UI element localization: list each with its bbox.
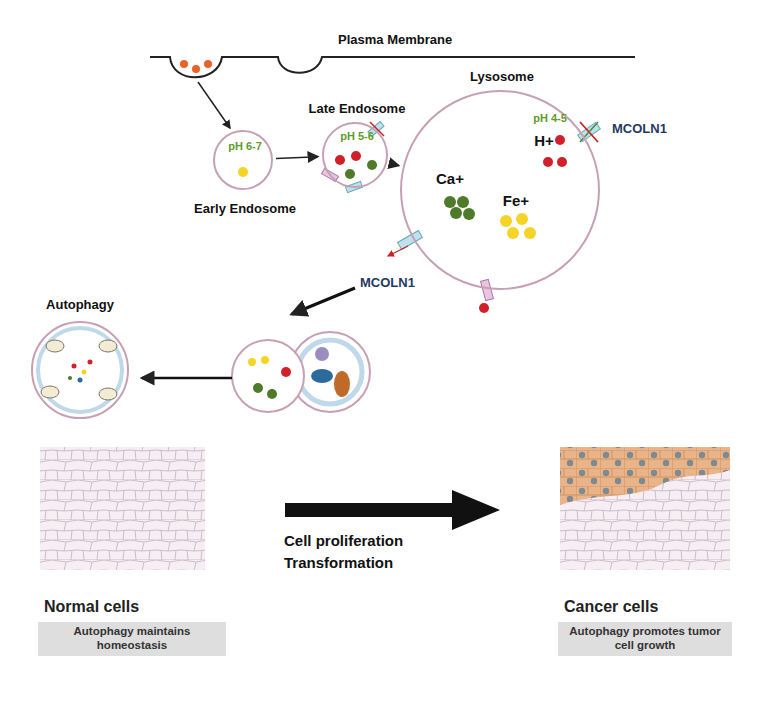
ion-label: Ca+: [436, 170, 464, 187]
autophagosome-part: [99, 388, 117, 400]
vesicle-contents-part: [578, 122, 601, 141]
autophagosome-part: [46, 340, 64, 352]
membrane-label: Plasma Membrane: [338, 32, 452, 47]
connector-arrow: [390, 163, 399, 165]
autophagosome-part: [99, 340, 117, 352]
autophagosome: [32, 322, 128, 418]
vesicle-contents-part: [351, 151, 361, 161]
vesicle-contents-part: [580, 122, 598, 142]
autophagosome-fusion-part: [261, 356, 269, 364]
process-label: Cell proliferation Transformation: [284, 530, 434, 574]
node-heading: Early Endosome: [194, 202, 296, 217]
cell-tissue-part: [560, 447, 730, 570]
ion-label: H+: [534, 132, 554, 149]
vesicle-contents-part: [557, 157, 567, 167]
early-endosome: pH 6-7Early Endosome: [213, 130, 273, 190]
autophagosome-fusion-part: [315, 347, 329, 361]
autophagosome-part: [68, 376, 72, 380]
plasma-membrane-part: [204, 60, 212, 68]
node-heading: Late Endosome: [309, 102, 406, 117]
vesicle-contents-part: [580, 122, 598, 142]
node-heading: Autophagy: [46, 298, 114, 313]
vesicle-contents-part: [367, 160, 377, 170]
cancer-cells-panel: Cancer cellsAutophagy promotes tumor cel…: [558, 598, 732, 656]
vesicle-contents-part: [463, 208, 475, 220]
vesicle-contents-part: [450, 207, 462, 219]
fusion-arrow-part: [292, 288, 355, 314]
caption-box: Autophagy maintains homeostasis: [38, 622, 226, 656]
channel-label: MCOLN1: [612, 121, 667, 136]
cell-tissue-part: [285, 490, 500, 530]
plasma-membrane-part: [198, 82, 230, 128]
autophagosome-fusion-part: [253, 383, 263, 393]
late-endosome: Late EndosomepH 5-6: [322, 122, 388, 188]
autophagosome-part: [82, 370, 87, 375]
channel-label: MCOLN1: [360, 275, 415, 290]
normal-cells-panel: Normal cellsAutophagy maintains homeosta…: [38, 598, 226, 656]
connector-arrow: [276, 157, 318, 159]
panel-heading: Cancer cells: [558, 598, 732, 616]
vesicle-contents-part: [481, 279, 494, 300]
autophagosome-part: [41, 386, 59, 398]
fusion-arrow: [292, 288, 355, 314]
ion-label: Fe+: [503, 192, 529, 209]
ph-label: pH 4-5: [533, 112, 567, 125]
autophagosome-part: [38, 328, 122, 412]
cell-tissue-part: [40, 447, 205, 570]
vesicle-contents-part: [479, 303, 489, 313]
caption-box: Autophagy promotes tumor cell growth: [558, 622, 732, 656]
ph-label: pH 5-6: [340, 130, 374, 143]
vesicle-contents-part: [398, 231, 423, 250]
plasma-membrane: [150, 57, 635, 128]
node-heading: Lysosome: [470, 70, 534, 85]
autophagosome-fusion-part: [311, 369, 333, 383]
ph-label: pH 6-7: [228, 140, 262, 153]
vesicle-contents-part: [444, 196, 456, 208]
autophagosome-fusion-part: [232, 340, 304, 412]
autophagosome-fusion-part: [298, 340, 362, 404]
vesicle-contents-part: [516, 213, 528, 225]
autophagosome-fusion-part: [334, 371, 350, 397]
autophagosome-part: [72, 364, 77, 369]
vesicle-contents-part: [524, 227, 536, 239]
autophagosome-fusion-part: [248, 358, 256, 366]
cell-tissue: [40, 447, 730, 570]
vesicle-contents-part: [335, 155, 345, 165]
vesicle-contents-part: [457, 196, 469, 208]
autophagosome-fusion-part: [281, 367, 291, 377]
autophagosome-part: [32, 322, 128, 418]
autophagosome: Autophagy: [32, 322, 128, 418]
plasma-membrane-part: [150, 57, 635, 77]
autophagosome-fusion-part: [267, 389, 277, 399]
cell-tissue-part: [560, 447, 730, 505]
vesicle-contents-part: [322, 168, 339, 181]
vesicle-contents-part: [555, 135, 565, 145]
vesicle-contents-part: [500, 215, 512, 227]
plasma-membrane-part: [192, 65, 200, 73]
vesicle-contents-part: [543, 157, 553, 167]
autophagosome-fusion: [142, 332, 370, 412]
autophagosome-part: [78, 378, 83, 383]
vesicle-contents-part: [388, 246, 408, 256]
plasma-membrane-part: [180, 60, 188, 68]
lysosome: LysosomepH 4-5H+Ca+Fe+: [400, 90, 600, 290]
vesicle-contents-part: [507, 227, 519, 239]
vesicle-contents: [238, 122, 600, 313]
panel-heading: Normal cells: [38, 598, 226, 616]
autophagosome-part: [88, 360, 93, 365]
autophagosome-fusion-part: [142, 377, 232, 380]
vesicle-contents-part: [238, 167, 248, 177]
vesicle-contents-part: [345, 169, 355, 179]
